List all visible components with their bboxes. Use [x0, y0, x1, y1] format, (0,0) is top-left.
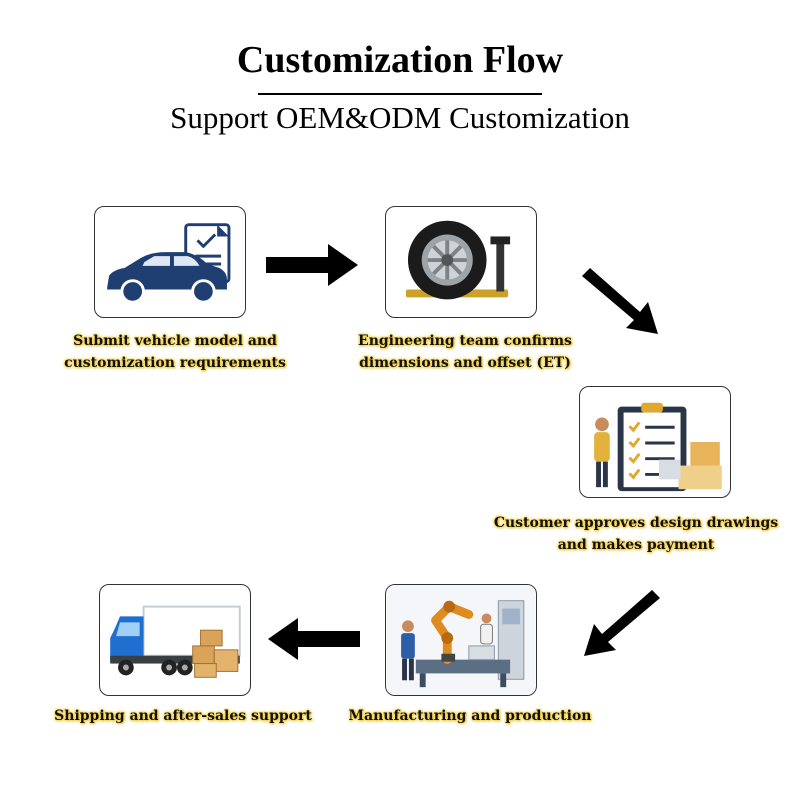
- step-caption-line: Submit vehicle model and: [73, 333, 277, 349]
- title-divider: [258, 93, 542, 95]
- step-card-manufacturing: [385, 584, 537, 696]
- step-caption-submit: Submit vehicle model and customization r…: [40, 330, 310, 374]
- step-card-shipping: [99, 584, 251, 696]
- arrow-left-icon: [268, 618, 360, 660]
- step-caption-line: customization requirements: [64, 355, 286, 371]
- step-caption-engineering: Engineering team confirms dimensions and…: [330, 330, 600, 374]
- step-card-submit: [94, 206, 246, 318]
- step-card-approval: [579, 386, 731, 498]
- arrow-down-right-icon: [582, 268, 658, 334]
- arrow-down-left-icon: [584, 590, 660, 656]
- wheel-jack-icon: [406, 220, 511, 300]
- step-caption-approval: Customer approves design drawings and ma…: [476, 512, 796, 556]
- step-caption-line: dimensions and offset (ET): [359, 355, 571, 371]
- step-caption-line: Customer approves design drawings: [493, 515, 779, 531]
- step-card-engineering: [385, 206, 537, 318]
- step-caption-line: Shipping and after-sales support: [54, 708, 312, 724]
- page-subtitle: Support OEM&ODM Customization: [170, 100, 630, 135]
- step-caption-line: and makes payment: [557, 537, 715, 553]
- step-caption-line: Engineering team confirms: [358, 333, 572, 349]
- step-caption-line: Manufacturing and production: [348, 708, 592, 724]
- car-document-icon: [107, 223, 231, 304]
- page-title: Customization Flow: [236, 39, 564, 81]
- factory-robot-icon: [386, 585, 536, 695]
- step-caption-shipping: Shipping and after-sales support: [40, 705, 326, 727]
- delivery-truck-icon: [110, 605, 241, 678]
- step-caption-manufacturing: Manufacturing and production: [330, 705, 610, 727]
- checklist-clipboard-icon: [594, 402, 722, 492]
- arrow-right-icon: [266, 244, 358, 286]
